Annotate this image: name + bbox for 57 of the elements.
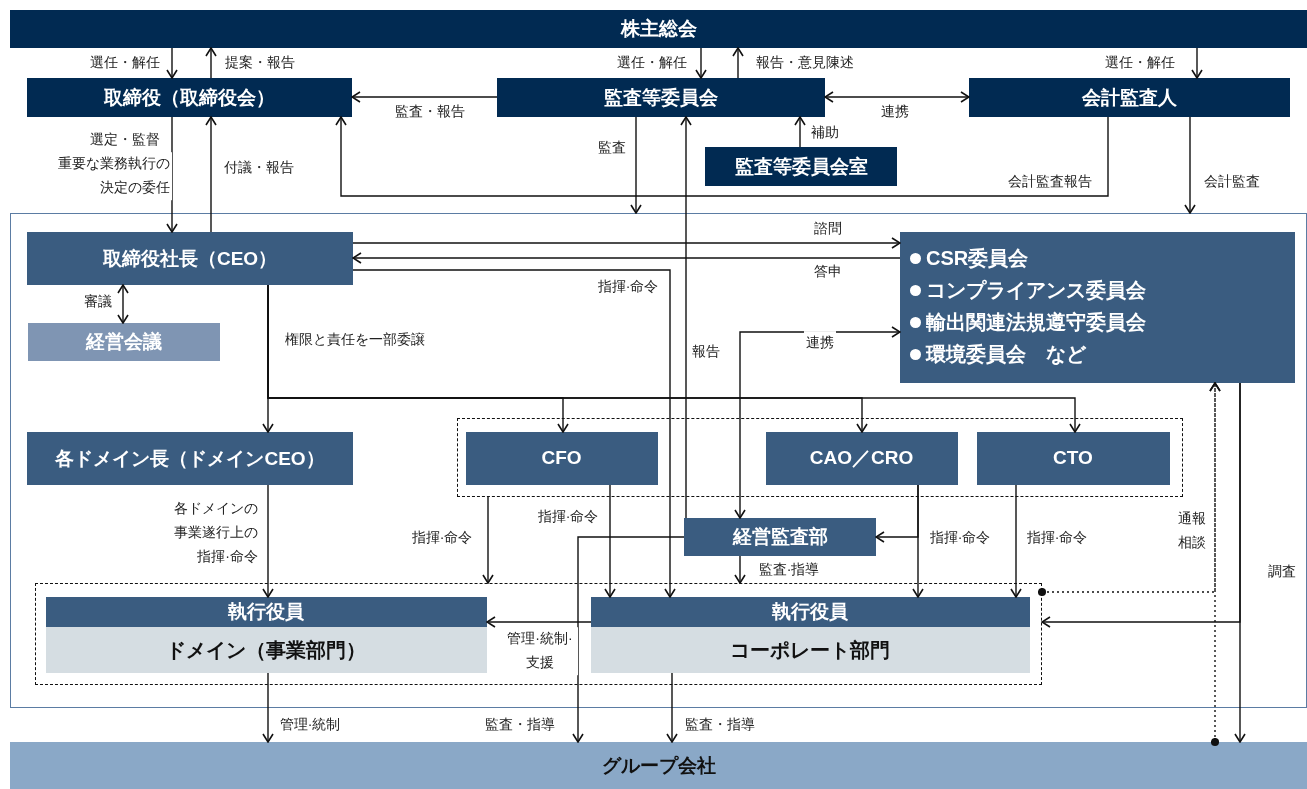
box-title: コーポレート部門 — [729, 637, 891, 663]
arrow — [205, 116, 217, 233]
committee-name: 輸出関連法規遵守委員会 — [926, 309, 1146, 335]
arrow — [482, 496, 494, 584]
arrow — [666, 672, 678, 743]
arrow — [732, 47, 744, 79]
committee-name: コンプライアンス委員会 — [926, 277, 1146, 303]
arrow — [912, 484, 924, 598]
arrow — [117, 284, 129, 324]
arrow — [352, 237, 901, 249]
org-box: CTO — [976, 431, 1170, 485]
arrow — [352, 252, 901, 264]
dotted-arrow — [1209, 382, 1221, 747]
arrow — [734, 326, 901, 519]
box-title: ドメイン（事業部門） — [165, 637, 367, 663]
committee-name: CSR委員会 — [926, 245, 1029, 271]
org-box: 経営会議 — [28, 323, 220, 361]
org-box: 監査等委員会室 — [705, 147, 897, 186]
org-box: 経営監査部 — [684, 518, 876, 556]
company-frame — [10, 213, 1307, 708]
committee-name: 環境委員会 など — [926, 341, 1086, 367]
committee-box — [900, 232, 1295, 383]
org-box: 取締役社長（CEO） — [27, 232, 353, 285]
org-box: CFO — [465, 431, 658, 485]
arrow — [1184, 116, 1196, 214]
org-box: 株主総会 — [10, 10, 1307, 48]
arrow — [680, 116, 692, 519]
department-box — [590, 596, 1030, 673]
arrow — [205, 47, 217, 79]
org-box: 取締役（取締役会） — [27, 78, 352, 117]
arrow — [630, 116, 642, 214]
arrow — [166, 47, 178, 79]
group-band: グループ会社 — [10, 742, 1307, 789]
box-header: 執行役員 — [45, 596, 487, 627]
arrow — [351, 91, 498, 103]
arrow — [604, 484, 616, 598]
department-box — [45, 596, 487, 673]
arrow — [1041, 382, 1241, 628]
arrow — [262, 484, 274, 598]
arrow — [335, 116, 1109, 197]
box-header: 執行役員 — [590, 596, 1030, 627]
arrow — [166, 116, 178, 233]
org-box: 各ドメイン長（ドメインCEO） — [27, 432, 353, 485]
arrow — [695, 47, 707, 79]
arrow — [794, 116, 806, 148]
arrow — [1010, 484, 1022, 598]
group-frame — [35, 583, 1042, 685]
arrow — [352, 269, 676, 598]
org-box: CAO／CRO — [765, 431, 958, 485]
arrow — [1191, 47, 1203, 79]
org-box: 会計監査人 — [969, 78, 1290, 117]
group-frame — [457, 418, 1183, 497]
org-box: 監査等委員会 — [497, 78, 825, 117]
arrow — [486, 616, 592, 628]
arrow — [734, 555, 746, 584]
arrow — [262, 672, 274, 743]
arrow — [824, 91, 970, 103]
